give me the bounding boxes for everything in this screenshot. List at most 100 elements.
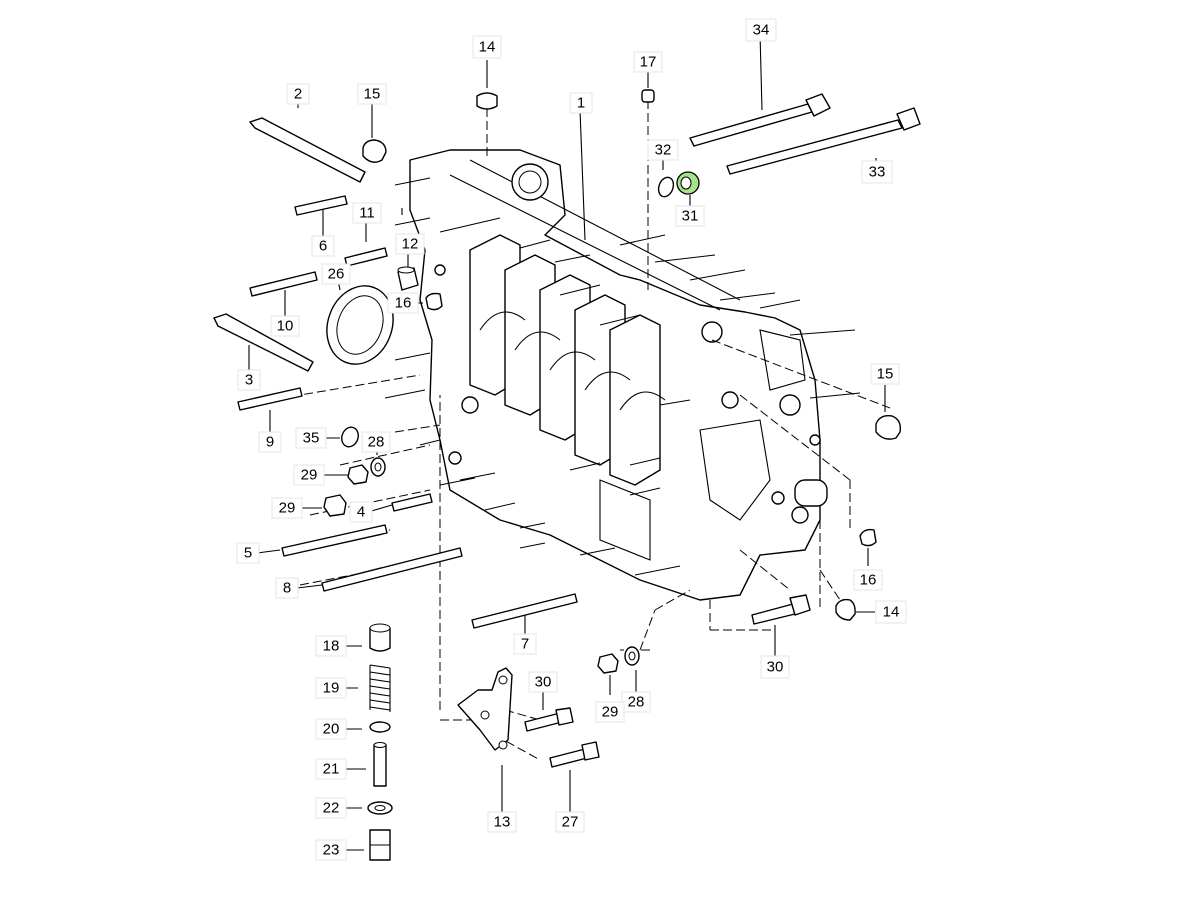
callout-22[interactable]: 22: [315, 797, 347, 819]
svg-text:26: 26: [328, 266, 345, 283]
callout-23[interactable]: 23: [315, 839, 347, 861]
callout-28-left[interactable]: 28: [361, 431, 391, 453]
svg-text:27: 27: [562, 814, 579, 831]
part-27-bolt[interactable]: [549, 741, 600, 768]
callout-14-top[interactable]: 14: [472, 35, 502, 59]
part-30-bolt-right[interactable]: [751, 594, 811, 625]
callout-35[interactable]: 35: [295, 427, 327, 449]
callout-18[interactable]: 18: [315, 635, 347, 657]
callout-29-center[interactable]: 29: [595, 701, 625, 723]
part-16-plug-left[interactable]: [425, 292, 443, 311]
svg-text:22: 22: [323, 800, 340, 817]
svg-text:13: 13: [494, 814, 511, 831]
callout-32[interactable]: 32: [647, 139, 679, 161]
callout-26[interactable]: 26: [321, 263, 351, 285]
callout-19[interactable]: 19: [315, 677, 347, 699]
callout-14-right[interactable]: 14: [875, 600, 907, 624]
callout-10[interactable]: 10: [270, 315, 300, 337]
callout-9[interactable]: 9: [258, 431, 282, 453]
svg-text:9: 9: [266, 434, 274, 451]
callout-30-right[interactable]: 30: [760, 655, 790, 679]
svg-text:3: 3: [245, 372, 253, 389]
svg-text:5: 5: [244, 545, 252, 562]
svg-text:20: 20: [323, 721, 340, 738]
svg-text:18: 18: [323, 638, 340, 655]
part-6-stud[interactable]: [294, 195, 348, 216]
callout-11[interactable]: 11: [352, 202, 382, 224]
crankcase-housing[interactable]: [409, 149, 828, 601]
part-8-stud[interactable]: [321, 547, 463, 592]
svg-text:33: 33: [869, 164, 886, 181]
callout-20[interactable]: 20: [315, 718, 347, 740]
callout-6[interactable]: 6: [311, 235, 335, 257]
part-4-stud[interactable]: [391, 493, 433, 512]
callout-34[interactable]: 34: [745, 18, 777, 42]
part-32-o-ring[interactable]: [656, 175, 676, 199]
callout-15-left[interactable]: 15: [357, 83, 387, 105]
crankcase-studs: [384, 177, 861, 576]
callout-12[interactable]: 12: [395, 233, 425, 255]
callout-15-right[interactable]: 15: [870, 363, 900, 385]
part-18-cap[interactable]: [369, 623, 391, 652]
part-29-nut-center[interactable]: [597, 653, 619, 674]
callout-29-lower[interactable]: 29: [271, 497, 303, 519]
part-14-cap-right[interactable]: [835, 598, 856, 621]
part-16-plug-right[interactable]: [859, 528, 877, 547]
callout-13[interactable]: 13: [487, 811, 517, 833]
part-15-plug-right[interactable]: [875, 414, 902, 440]
callout-17[interactable]: 17: [633, 51, 663, 73]
callout-16-left[interactable]: 16: [387, 292, 419, 314]
part-28-washer-left[interactable]: [370, 457, 386, 477]
svg-text:31: 31: [682, 208, 699, 225]
part-23-plug[interactable]: [369, 829, 391, 861]
callout-labels: 1 2 3 4 5 6 7 8 9 10 11 12 13 14 14 15 1…: [236, 18, 907, 861]
part-11-stud[interactable]: [344, 247, 388, 267]
part-2-stud[interactable]: [249, 117, 366, 183]
svg-text:15: 15: [877, 366, 894, 383]
part-34-long-bolt[interactable]: [689, 93, 831, 147]
svg-text:34: 34: [753, 22, 770, 39]
part-21-pin[interactable]: [373, 742, 387, 787]
callout-30-center[interactable]: 30: [528, 671, 558, 693]
part-35-o-ring[interactable]: [339, 425, 361, 449]
part-29-nut-upper[interactable]: [347, 464, 369, 485]
callout-3[interactable]: 3: [237, 369, 261, 391]
callout-16-right[interactable]: 16: [853, 569, 883, 591]
callout-5[interactable]: 5: [236, 542, 260, 564]
svg-text:16: 16: [395, 295, 412, 312]
part-9-stud[interactable]: [237, 387, 303, 411]
callout-33[interactable]: 33: [861, 160, 893, 184]
part-33-long-bolt[interactable]: [726, 107, 921, 175]
part-20-washer[interactable]: [369, 721, 391, 733]
part-31-seal-highlighted[interactable]: [676, 171, 700, 195]
part-12-sleeve[interactable]: [397, 266, 419, 291]
part-29-nut-lower[interactable]: [323, 494, 347, 517]
part-22-washer[interactable]: [367, 801, 393, 815]
part-26-seal-ring[interactable]: [316, 276, 404, 373]
part-19-spring[interactable]: [369, 664, 391, 712]
part-30-bolt-center[interactable]: [524, 707, 574, 732]
callout-1[interactable]: 1: [569, 92, 593, 114]
callout-21[interactable]: 21: [315, 758, 347, 780]
part-3-stud[interactable]: [213, 313, 314, 372]
part-13-bracket[interactable]: [457, 667, 513, 751]
callout-7[interactable]: 7: [513, 633, 537, 655]
callout-31[interactable]: 31: [675, 205, 705, 227]
callout-4[interactable]: 4: [349, 501, 373, 523]
part-28-washer-center[interactable]: [624, 646, 640, 666]
part-14-cap-top[interactable]: [476, 92, 498, 110]
part-7-stud[interactable]: [471, 593, 578, 629]
part-5-stud[interactable]: [281, 524, 388, 557]
svg-text:29: 29: [301, 467, 318, 484]
callout-27[interactable]: 27: [555, 811, 585, 833]
part-17-dowel[interactable]: [641, 89, 655, 103]
callout-2[interactable]: 2: [286, 83, 310, 105]
part-15-plug-left[interactable]: [362, 139, 387, 163]
callout-8[interactable]: 8: [275, 577, 299, 599]
part-10-stud[interactable]: [249, 271, 318, 297]
callout-29-upper[interactable]: 29: [293, 464, 325, 486]
svg-text:2: 2: [294, 86, 302, 103]
callout-28-center[interactable]: 28: [621, 691, 651, 713]
svg-text:30: 30: [535, 674, 552, 691]
